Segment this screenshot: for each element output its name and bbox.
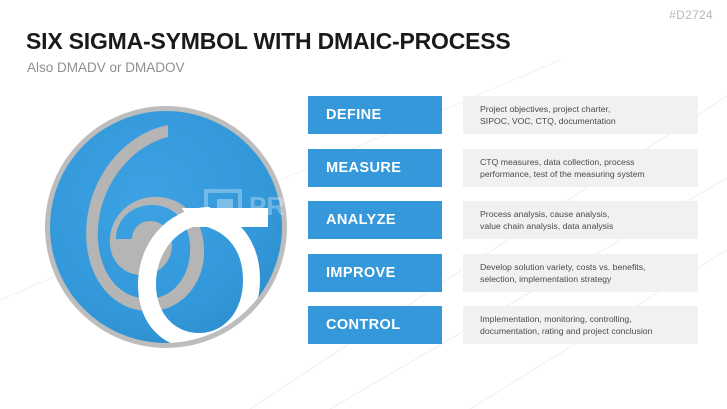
desc-panel-analyze: Process analysis, cause analysis, value … [463,201,698,239]
document-id: #D2724 [669,8,713,22]
step-box-improve[interactable]: IMPROVE [308,253,442,292]
desc-line: documentation, rating and project conclu… [480,326,653,336]
desc-panel-measure: CTQ measures, data collection, process p… [463,148,698,187]
dmaic-row-measure: MEASURE CTQ measures, data collection, p… [308,148,698,187]
desc-line: CTQ measures, data collection, process [480,156,635,167]
dmaic-row-analyze: ANALYZE Process analysis, cause analysis… [308,201,698,239]
desc-line: Implementation, monitoring, controlling, [480,314,632,324]
desc-line: Develop solution variety, costs vs. bene… [480,261,646,272]
dmaic-row-improve: IMPROVE Develop solution variety, costs … [308,253,698,292]
desc-line: performance, test of the measuring syste… [480,168,645,179]
step-label-measure: MEASURE [326,159,402,176]
desc-panel-control: Implementation, monitoring, controlling,… [463,306,698,344]
step-label-analyze: ANALYZE [326,212,396,228]
desc-line: SIPOC, VOC, CTQ, documentation [480,116,616,126]
desc-panel-define: Project objectives, project charter, SIP… [463,96,698,134]
page-subtitle: Also DMADV or DMADOV [27,60,185,75]
step-box-analyze[interactable]: ANALYZE [308,201,442,239]
step-box-measure[interactable]: MEASURE [308,148,442,187]
dmaic-row-define: DEFINE Project objectives, project chart… [308,96,698,134]
step-label-improve: IMPROVE [326,264,396,281]
page-title: SIX SIGMA-SYMBOL WITH DMAIC-PROCESS [26,28,511,54]
step-box-control[interactable]: CONTROL [308,306,442,344]
six-sigma-symbol [45,106,287,348]
dmaic-row-control: CONTROL Implementation, monitoring, cont… [308,306,698,344]
desc-line: Process analysis, cause analysis, [480,209,610,219]
desc-line: value chain analysis, data analysis [480,221,614,231]
desc-panel-improve: Develop solution variety, costs vs. bene… [463,253,698,292]
step-label-define: DEFINE [326,107,382,123]
dmaic-process-list: DEFINE Project objectives, project chart… [308,96,698,344]
step-label-control: CONTROL [326,317,401,333]
desc-line: Project objectives, project charter, [480,104,611,114]
step-box-define[interactable]: DEFINE [308,96,442,134]
desc-line: selection, implementation strategy [480,273,612,284]
